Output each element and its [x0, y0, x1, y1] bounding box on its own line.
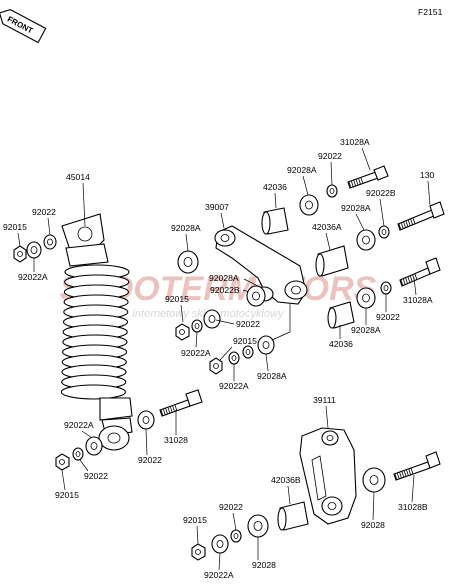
label-39111: 39111 [313, 395, 336, 405]
nut-92015-low [209, 357, 223, 375]
figure-code: F2151 [418, 7, 443, 17]
label-31028: 31028 [164, 435, 188, 445]
washer-92022-lower-mid [137, 410, 155, 430]
label-92022a-mid: 92022A [181, 348, 211, 358]
label-92028a-rocker-left: 92028A [171, 223, 201, 233]
washer-92022-shock-bottom [72, 447, 84, 461]
label-92022b-mid: 92022B [210, 285, 240, 295]
label-130: 130 [420, 170, 435, 180]
washer-92022b-upper [378, 225, 390, 239]
label-92015-low: 92015 [233, 336, 257, 346]
label-42036b: 42036B [271, 475, 301, 485]
collar-92028a-low [257, 335, 275, 355]
label-92015-shock-bottom: 92015 [55, 490, 79, 500]
label-92015-mid: 92015 [165, 294, 189, 304]
label-92015-shock-top: 92015 [3, 222, 27, 232]
collar-92028a-right-low [356, 287, 376, 309]
sleeve-42036b [277, 501, 309, 531]
collar-92022a-shock-top [26, 241, 42, 259]
shock-absorber [60, 213, 133, 451]
label-92028a-right: 92028A [341, 203, 371, 213]
label-31028b: 31028B [398, 502, 428, 512]
label-92028a-top: 92028A [287, 165, 317, 175]
bolt-31028b [393, 451, 441, 481]
washer-92022-shock-top [43, 234, 57, 250]
tie-rod-39111 [299, 427, 357, 525]
bolt-31028a-top [347, 165, 389, 189]
label-92022b-upper: 92022B [366, 188, 396, 198]
collar-92028a-right [356, 229, 376, 251]
label-39007: 39007 [205, 202, 229, 212]
washer-92022-low [228, 351, 240, 365]
label-31028a-right: 31028A [403, 295, 433, 305]
nut-92015-bottom [191, 543, 206, 561]
label-92022-shock-top: 92022 [32, 207, 56, 217]
label-92022a-bottom: 92022A [204, 570, 234, 580]
label-92022a-shock-top: 92022A [18, 272, 48, 282]
collar-92022a-mid [203, 309, 221, 329]
washer-92022-bottom [230, 529, 242, 543]
collar-92022a-shock-bottom [85, 436, 103, 456]
label-92028-right: 92028 [361, 520, 385, 530]
collar-92028-bottom [247, 514, 269, 538]
washer-92022-right-low [380, 281, 392, 295]
collar-92028a-mid [246, 285, 266, 307]
label-92028-bottom: 92028 [252, 560, 276, 570]
label-31028a-top: 31028A [340, 137, 370, 147]
label-92022-mid: 92022 [236, 319, 260, 329]
sleeve-42036-right [327, 301, 355, 329]
label-92022-bottom: 92022 [219, 502, 243, 512]
label-92028a-right-low: 92028A [351, 325, 381, 335]
washer-92022-mid [191, 319, 203, 333]
sleeve-42036a [315, 245, 349, 277]
label-92022-shock-bottom: 92022 [84, 471, 108, 481]
label-92022a-low: 92022A [219, 381, 249, 391]
bolt-130 [397, 201, 445, 231]
label-92028a-mid: 92028A [209, 273, 239, 283]
nut-92015-shock-bottom [55, 453, 70, 471]
label-42036-right: 42036 [329, 339, 353, 349]
label-92022-top: 92022 [318, 151, 342, 161]
washer-92022-low2 [242, 345, 254, 359]
bolt-31028a-right [399, 257, 441, 287]
label-42036a: 42036A [312, 222, 342, 232]
label-92015-bottom: 92015 [183, 515, 207, 525]
label-92022-right-low: 92022 [376, 312, 400, 322]
collar-92028a-rocker-left [177, 250, 199, 274]
label-92022a-shock-bottom: 92022A [64, 420, 94, 430]
collar-92028a-top [299, 194, 319, 216]
nut-92015-shock-top [13, 245, 27, 263]
front-arrow-icon: FRONT [0, 9, 47, 44]
collar-92022a-bottom [211, 534, 229, 554]
sleeve-42036-top [261, 207, 289, 235]
washer-92022-top [326, 184, 338, 198]
label-42036-top: 42036 [263, 182, 287, 192]
label-92028a-low: 92028A [257, 371, 287, 381]
collar-92028-right [362, 467, 386, 493]
label-92022-lower-mid: 92022 [138, 455, 162, 465]
bolt-31028 [159, 389, 203, 417]
nut-92015-mid [175, 323, 190, 341]
label-45014: 45014 [66, 172, 90, 182]
